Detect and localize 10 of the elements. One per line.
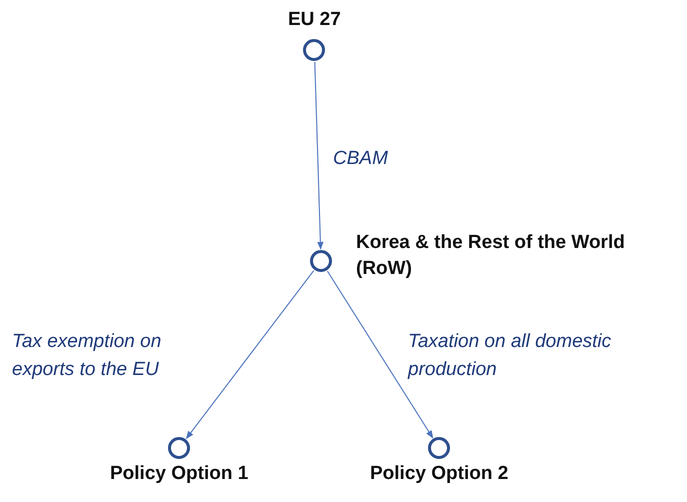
node-label: EU 27 [288,8,341,32]
node-label: Policy Option 1 [110,462,248,486]
node-label: Korea & the Rest of the World (RoW) [356,231,626,281]
arrow [314,62,324,250]
edge-label: CBAM [333,147,389,171]
arrow [186,270,314,440]
edge-label: Tax exemption on exports to the EU [12,330,162,382]
node-label: Policy Option 2 [370,462,508,486]
arrow [326,270,434,439]
edge-label: Taxation on all domestic production [408,330,612,382]
